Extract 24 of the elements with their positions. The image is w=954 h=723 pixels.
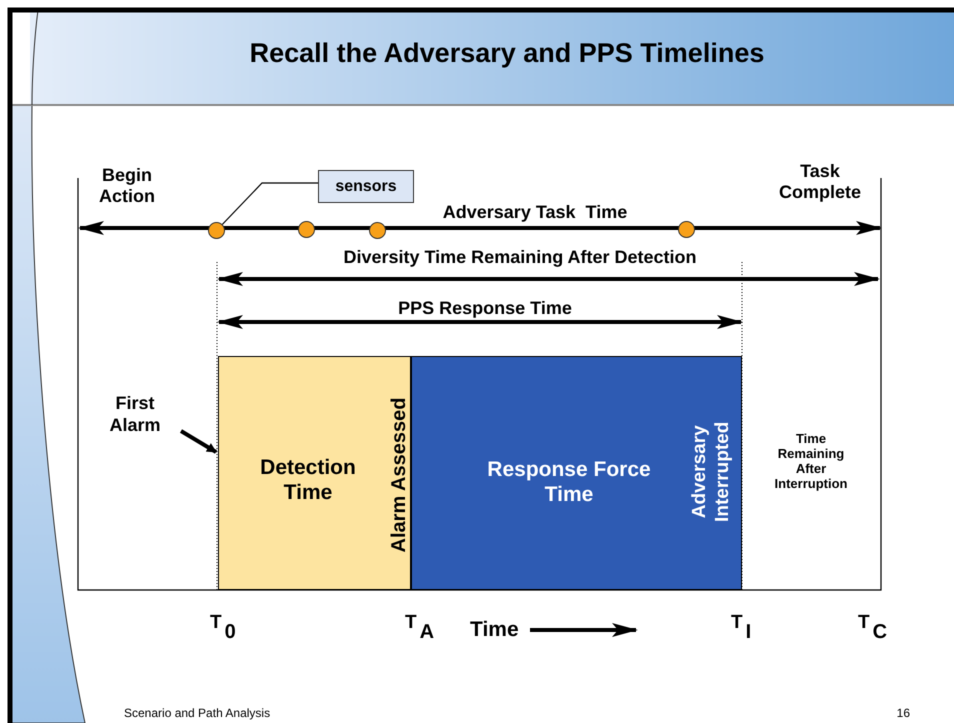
leader-line — [222, 182, 318, 225]
block-label: Detection Time — [259, 455, 357, 506]
span-label: Diversity Time Remaining After Detection — [342, 247, 698, 268]
axis-label: Time — [470, 618, 520, 642]
footer-text: Scenario and Path Analysis — [124, 707, 272, 721]
arrow — [180, 429, 218, 454]
region-label: Time Remaining After Interruption — [774, 432, 848, 492]
timeline-label: Task Complete — [778, 161, 862, 202]
sensor-callout-box: sensors — [318, 170, 414, 203]
span-label: PPS Response Time — [397, 298, 573, 319]
first-alarm-label: First Alarm — [95, 393, 175, 443]
vertical-label: Adversary Interrupted — [689, 420, 734, 524]
slide-title: Recall the Adversary and PPS Timelines — [248, 38, 766, 70]
response-force-block — [411, 356, 742, 590]
span-label: Adversary Task Time — [442, 202, 628, 223]
sensor-dot — [369, 222, 386, 239]
timeline-label: Begin Action — [98, 165, 156, 206]
sensor-dot — [298, 221, 315, 238]
vertical-label: Alarm Assessed — [387, 396, 411, 554]
block-label: Response Force Time — [486, 457, 652, 508]
detection-time-block — [218, 356, 411, 590]
sensor-dot — [678, 221, 695, 238]
sensor-dot — [208, 222, 225, 239]
page-number: 16 — [896, 707, 910, 721]
